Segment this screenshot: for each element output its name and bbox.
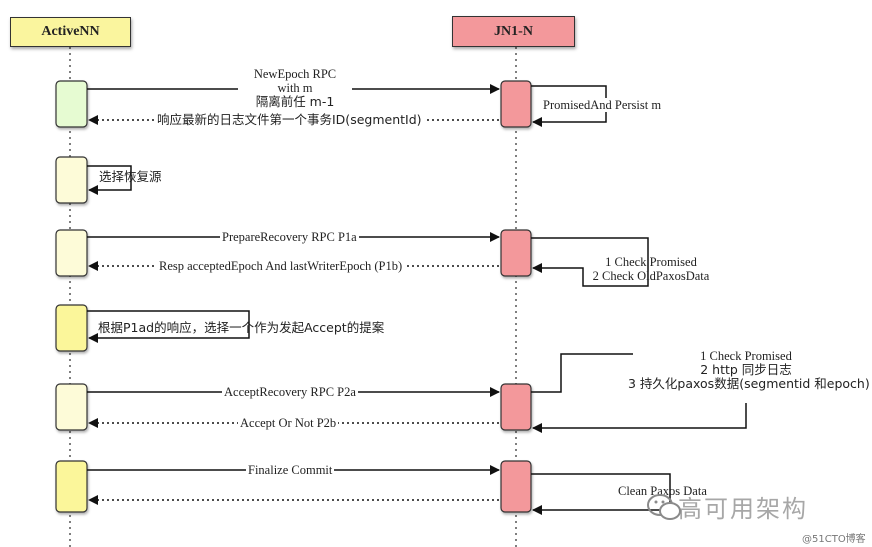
wechat-logo	[647, 494, 681, 520]
label-newepoch: NewEpoch RPC with m 隔离前任 m-1	[238, 67, 352, 109]
participant-activenn-label: ActiveNN	[41, 24, 100, 39]
activation-active-4	[55, 304, 88, 352]
activation-jn-1	[500, 80, 532, 128]
activation-active-3	[55, 229, 88, 277]
self-loop-choose-proposal	[87, 310, 250, 343]
participant-activenn: ActiveNN	[10, 17, 131, 47]
self-loop-jn-sync-return	[532, 403, 747, 433]
label-accept-resp: Accept Or Not P2b	[238, 416, 339, 430]
label-newepoch-resp: 响应最新的日志文件第一个事务ID(segmentId)	[155, 112, 424, 127]
label-select-source: 选择恢复源	[99, 169, 162, 184]
label-finalize: Finalize Commit	[246, 463, 335, 477]
self-loop-jn-clean	[531, 473, 671, 515]
label-jn-sync-line2: 2 http 同步日志	[700, 362, 792, 377]
participant-jn-label: JN1-N	[494, 23, 533, 39]
label-choose-proposal: 根据P1ad的响应，选择一个作为发起Accept的提案	[98, 320, 385, 335]
label-jn-clean: Clean Paxos Data	[618, 484, 707, 498]
label-newepoch-line3: 隔离前任 m-1	[255, 94, 335, 109]
label-prepare-resp: Resp acceptedEpoch And lastWriterEpoch (…	[157, 259, 405, 273]
activation-active-1	[55, 80, 88, 128]
activation-jn-2	[500, 229, 532, 277]
label-accept: AcceptRecovery RPC P2a	[222, 385, 358, 399]
label-jn-sync: 1 Check Promised 2 http 同步日志 3 持久化paxos数…	[628, 349, 870, 391]
self-loop-jn-check	[531, 237, 649, 287]
activation-jn-3	[500, 383, 532, 431]
label-newepoch-line1: NewEpoch RPC	[253, 67, 337, 81]
label-jn-check: 1 Check Promised 2 Check OldPaxosData	[578, 255, 724, 283]
label-prepare: PrepareRecovery RPC P1a	[220, 230, 359, 244]
label-jn-sync-line3: 3 持久化paxos数据(segmentid 和epoch)	[628, 376, 870, 391]
activation-active-6	[55, 460, 88, 513]
label-jn-check-line2: 2 Check OldPaxosData	[592, 269, 710, 283]
label-jn-sync-line1: 1 Check Promised	[700, 349, 792, 363]
self-loop-select-source	[87, 165, 132, 195]
label-jn-promise: PromisedAnd Persist m	[541, 98, 664, 112]
self-loop-jn-sync	[531, 353, 633, 393]
activation-active-5	[55, 383, 88, 431]
label-jn-check-line1: 1 Check Promised	[605, 255, 697, 269]
label-newepoch-line2: with m	[277, 81, 313, 95]
participant-jn: JN1-N	[452, 16, 575, 47]
activation-jn-4	[500, 460, 532, 513]
watermark-source: @51CTO博客	[802, 534, 866, 545]
watermark-title: 高可用架构	[678, 495, 808, 523]
activation-active-2	[55, 156, 88, 204]
